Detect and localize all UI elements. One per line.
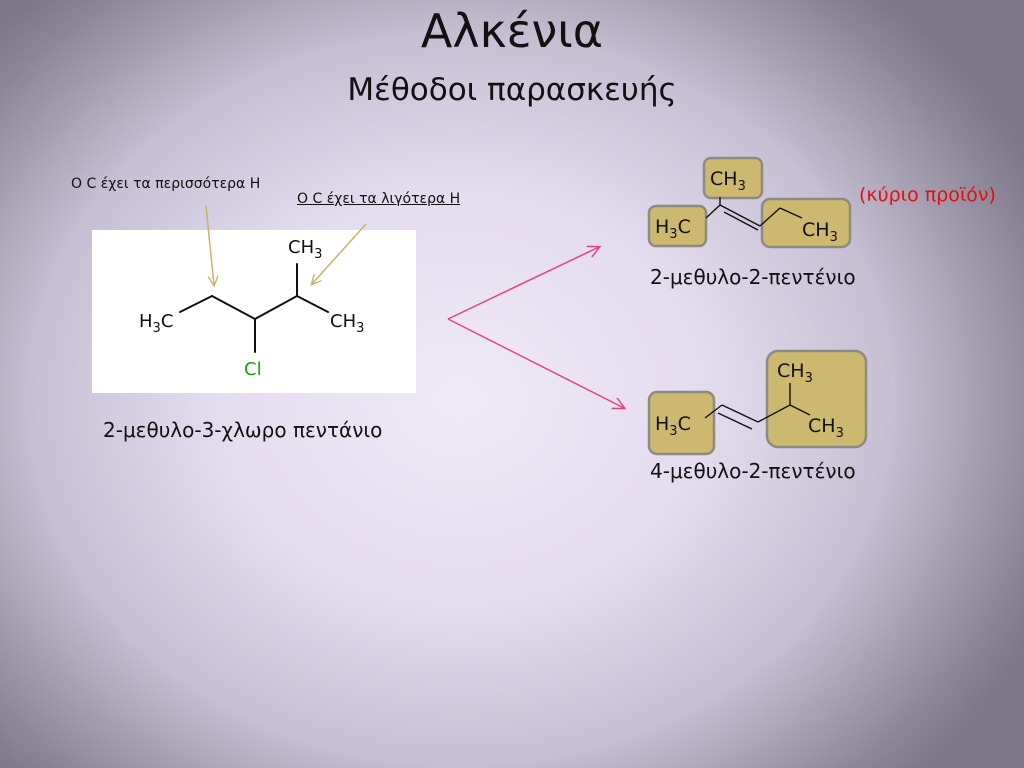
annotation-least-h: O C έχει τα λιγότερα H — [297, 191, 461, 207]
slide-title: Αλκένια — [420, 4, 604, 58]
reactant-structure-panel — [92, 230, 416, 393]
reaction-arrow-minor — [447, 318, 624, 408]
product1-group-boxes — [647, 156, 852, 249]
product1-skeleton — [705, 197, 803, 231]
product1-name: 2-μεθυλο-2-πεντένιο — [650, 265, 856, 289]
product2-group-boxes — [647, 349, 868, 456]
major-product-label: (κύριο προϊόν) — [859, 184, 996, 206]
reaction-arrow-major — [447, 247, 599, 320]
product2-ch3-right: CH3 — [808, 415, 844, 441]
reactant-chlorine: Cl — [244, 359, 262, 380]
product2-h3c: H3C — [655, 413, 691, 439]
arrow-least-h — [312, 223, 367, 284]
product1-ch3-top: CH3 — [710, 168, 746, 194]
product2-name: 4-μεθυλο-2-πεντένιο — [650, 459, 856, 483]
reactant-ch3-top: CH3 — [288, 237, 322, 262]
reactant-name: 2-μεθυλο-3-χλωρο πεντάνιο — [103, 418, 383, 442]
reactant-ch3-right: CH3 — [330, 311, 364, 336]
product2-ch3-top: CH3 — [777, 360, 813, 386]
product1-h3c: H3C — [655, 216, 691, 242]
arrow-most-h — [205, 205, 214, 285]
product2-skeleton — [704, 383, 811, 430]
annotation-most-h: O C έχει τα περισσότερα H — [71, 176, 261, 192]
reactant-skeleton — [179, 263, 329, 353]
slide-subtitle: Μέθοδοι παρασκευής — [347, 72, 677, 108]
reactant-h3c-left: H3C — [139, 311, 173, 336]
product1-ch3-right: CH3 — [802, 219, 838, 245]
